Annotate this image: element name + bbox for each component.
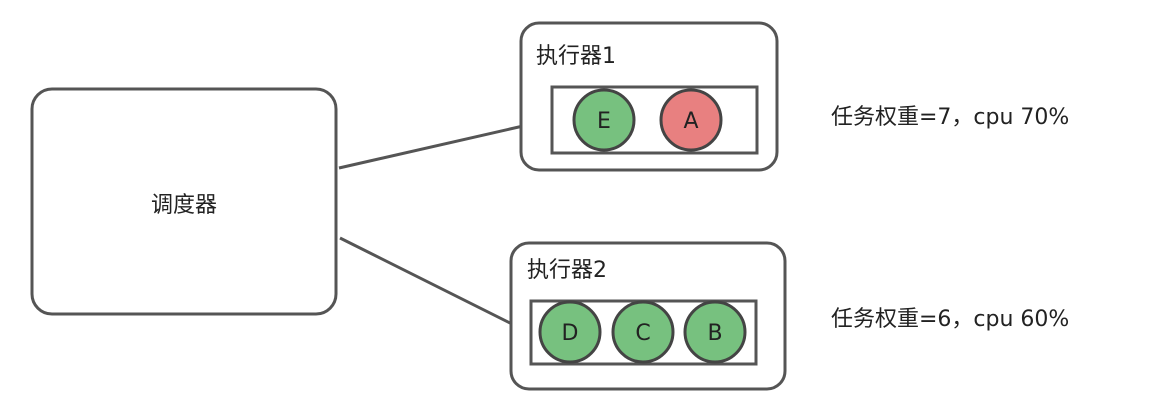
task-b-circle <box>683 300 747 364</box>
task-node: A <box>659 88 723 152</box>
arrow-line-2 <box>339 236 517 328</box>
executor-1-label: 执行器1 <box>536 44 616 69</box>
scheduler-node: 调度器 <box>30 87 338 316</box>
executor-2-stats: 任务权重=6，cpu 60% <box>831 307 1069 332</box>
task-d-label: D <box>562 321 579 346</box>
executor-1: 执行器1 E A <box>519 21 779 172</box>
task-b-label: B <box>707 321 722 346</box>
scheduler-label: 调度器 <box>151 193 217 218</box>
task-node: D <box>538 300 602 364</box>
arrow-to-executor-2 <box>339 236 532 334</box>
task-node: B <box>683 300 747 364</box>
scheduler-box <box>30 87 338 316</box>
task-a-label: A <box>683 109 698 134</box>
executor-2-label: 执行器2 <box>527 258 607 283</box>
task-e-circle <box>572 88 636 152</box>
task-a-circle <box>659 88 723 152</box>
executor-2: 执行器2 D C B <box>509 241 787 391</box>
task-c-circle <box>611 300 675 364</box>
executor-1-stats: 任务权重=7，cpu 70% <box>831 105 1069 130</box>
arrow-line-1 <box>338 122 533 170</box>
task-c-label: C <box>635 321 650 346</box>
task-d-circle <box>538 300 602 364</box>
arrow-to-executor-1 <box>338 115 548 170</box>
task-node: E <box>572 88 636 152</box>
task-e-label: E <box>597 109 611 134</box>
task-node: C <box>611 300 675 364</box>
